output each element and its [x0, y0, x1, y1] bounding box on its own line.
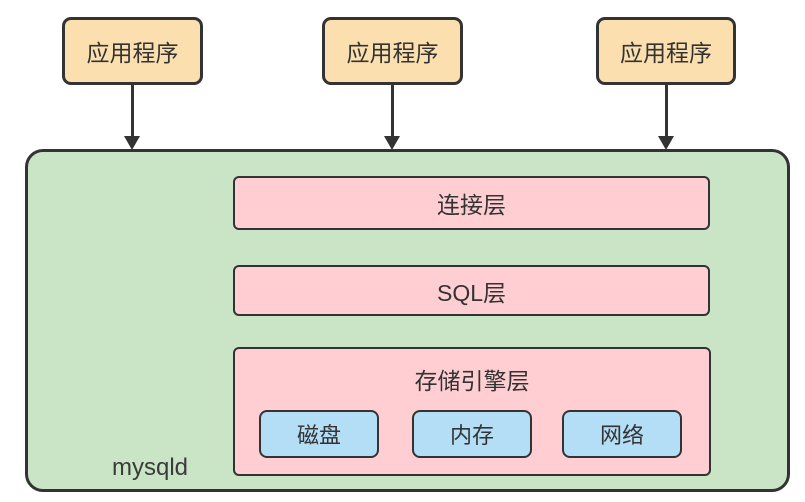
arrow-shaft — [131, 85, 134, 137]
down-arrow-1 — [124, 85, 141, 150]
resource-network-label: 网络 — [599, 423, 644, 448]
down-arrow-2 — [384, 85, 401, 150]
resource-network: 网络 — [562, 410, 682, 458]
layer-storage-engine: 存储引擎层 磁盘 内存 网络 — [233, 347, 711, 476]
application-box-1: 应用程序 — [62, 17, 203, 85]
application-label: 应用程序 — [346, 40, 439, 66]
layer-sql: SQL层 — [233, 265, 710, 316]
resource-disk: 磁盘 — [259, 410, 379, 458]
mysqld-container: mysqld 连接层 SQL层 存储引擎层 磁盘 内存 网络 — [25, 149, 790, 492]
mysqld-label: mysqld — [111, 454, 189, 481]
layer-connection-label: 连接层 — [437, 192, 506, 218]
arrow-shaft — [391, 85, 394, 137]
application-box-3: 应用程序 — [596, 17, 736, 85]
arrow-head-icon — [124, 136, 140, 150]
resource-memory: 内存 — [412, 410, 532, 458]
resource-disk-label: 磁盘 — [296, 423, 341, 448]
layer-storage-engine-label: 存储引擎层 — [414, 368, 530, 394]
arrow-shaft — [665, 85, 668, 137]
application-box-2: 应用程序 — [322, 17, 463, 85]
application-label: 应用程序 — [86, 40, 179, 66]
layer-sql-label: SQL层 — [436, 279, 507, 306]
application-label: 应用程序 — [620, 40, 712, 66]
layer-connection: 连接层 — [233, 176, 710, 230]
arrow-head-icon — [658, 136, 674, 150]
down-arrow-3 — [658, 85, 675, 150]
resource-memory-label: 内存 — [449, 423, 494, 448]
arrow-head-icon — [384, 136, 400, 150]
